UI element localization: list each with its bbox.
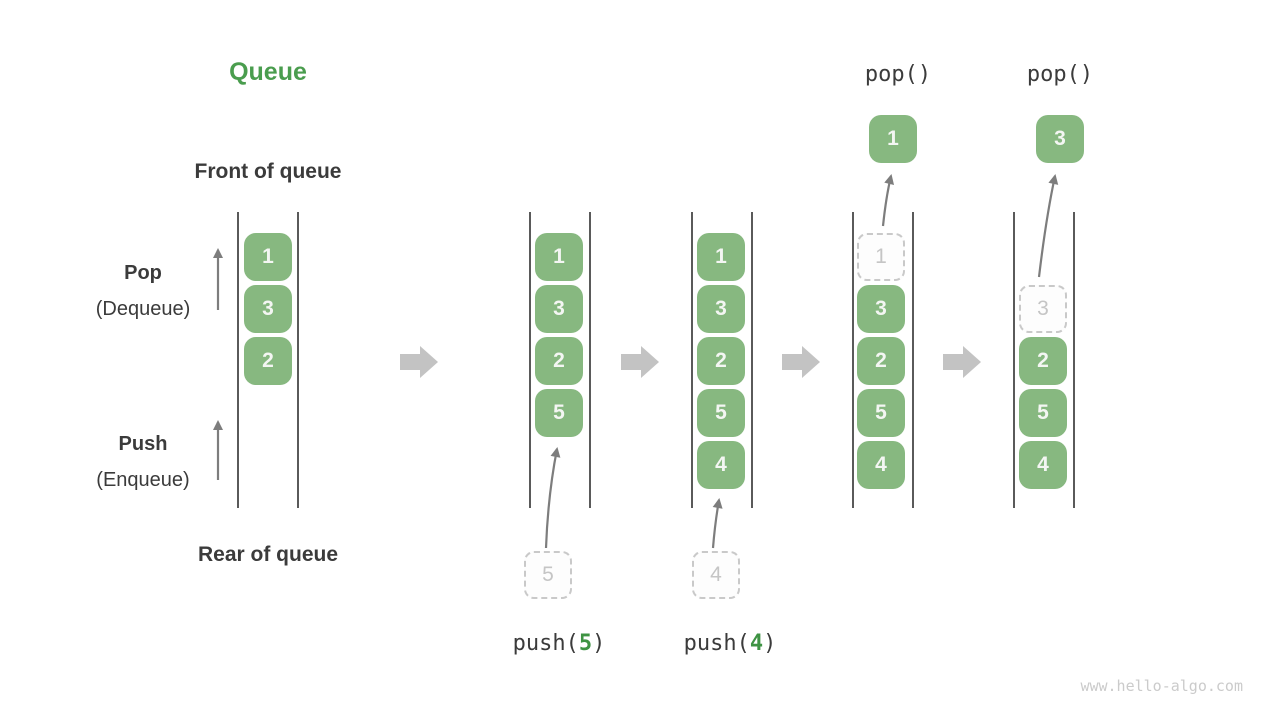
queue-cell: 3: [697, 285, 745, 333]
queue-cell: 4: [697, 441, 745, 489]
queue4-rail-left: [852, 212, 854, 508]
queue-cell: 3: [535, 285, 583, 333]
queue2-rail-right: [589, 212, 591, 508]
push4-arg: 4: [749, 631, 764, 656]
queue-cell: 5: [697, 389, 745, 437]
queue-cell: 4: [1019, 441, 1067, 489]
queue-cell: 5: [1019, 389, 1067, 437]
queue-cell: 3: [244, 285, 292, 333]
pending-cell: 4: [692, 551, 740, 599]
queue4-rail-right: [912, 212, 914, 508]
pop-sublabel: (Dequeue): [95, 298, 191, 320]
queue5-rail-right: [1073, 212, 1075, 508]
push5-op-label: push(5): [479, 631, 639, 656]
transition-arrow-icon: [400, 346, 438, 378]
push5-arrow-icon: [544, 447, 561, 549]
queue5-rail-left: [1013, 212, 1015, 508]
queue1-rail-left: [237, 212, 239, 508]
queue-cell: 5: [535, 389, 583, 437]
queue-cell: 1: [697, 233, 745, 281]
queue3-rail-right: [751, 212, 753, 508]
queue-cell: 5: [857, 389, 905, 437]
queue-cell: 4: [857, 441, 905, 489]
front-of-queue-label: Front of queue: [194, 160, 342, 183]
transition-arrow-icon: [782, 346, 820, 378]
queue2-rail-left: [529, 212, 531, 508]
push4-fn: push(: [683, 631, 750, 656]
rear-of-queue-label: Rear of queue: [197, 543, 339, 566]
queue-cell: 2: [1019, 337, 1067, 385]
queue-cell: 1: [244, 233, 292, 281]
push5-close: ): [592, 631, 606, 656]
pop-op-label-2: pop(): [1026, 62, 1094, 87]
pop1-arrow-icon: [881, 174, 895, 227]
watermark: www.hello-algo.com: [1080, 677, 1243, 695]
push-label: Push: [118, 433, 168, 455]
ghost-cell: 1: [857, 233, 905, 281]
queue-cell: 1: [535, 233, 583, 281]
queue3-rail-left: [691, 212, 693, 508]
ghost-cell: 3: [1019, 285, 1067, 333]
transition-arrow-icon: [943, 346, 981, 378]
popped-cell: 3: [1036, 115, 1084, 163]
queue-cell: 2: [857, 337, 905, 385]
push5-arg: 5: [578, 631, 593, 656]
pop3-arrow-icon: [1037, 174, 1059, 278]
push5-fn: push(: [512, 631, 579, 656]
queue-cell: 3: [857, 285, 905, 333]
push-sublabel: (Enqueue): [96, 469, 190, 491]
diagram-title: Queue: [229, 58, 307, 86]
popped-cell: 1: [869, 115, 917, 163]
pending-cell: 5: [524, 551, 572, 599]
queue-cell: 2: [244, 337, 292, 385]
queue-cell: 2: [697, 337, 745, 385]
queue-cell: 2: [535, 337, 583, 385]
queue1-rail-right: [297, 212, 299, 508]
push4-close: ): [763, 631, 777, 656]
transition-arrow-icon: [621, 346, 659, 378]
pop-label: Pop: [124, 262, 162, 284]
push4-op-label: push(4): [650, 631, 810, 656]
push4-arrow-icon: [711, 498, 723, 549]
pop-op-label-1: pop(): [864, 62, 932, 87]
